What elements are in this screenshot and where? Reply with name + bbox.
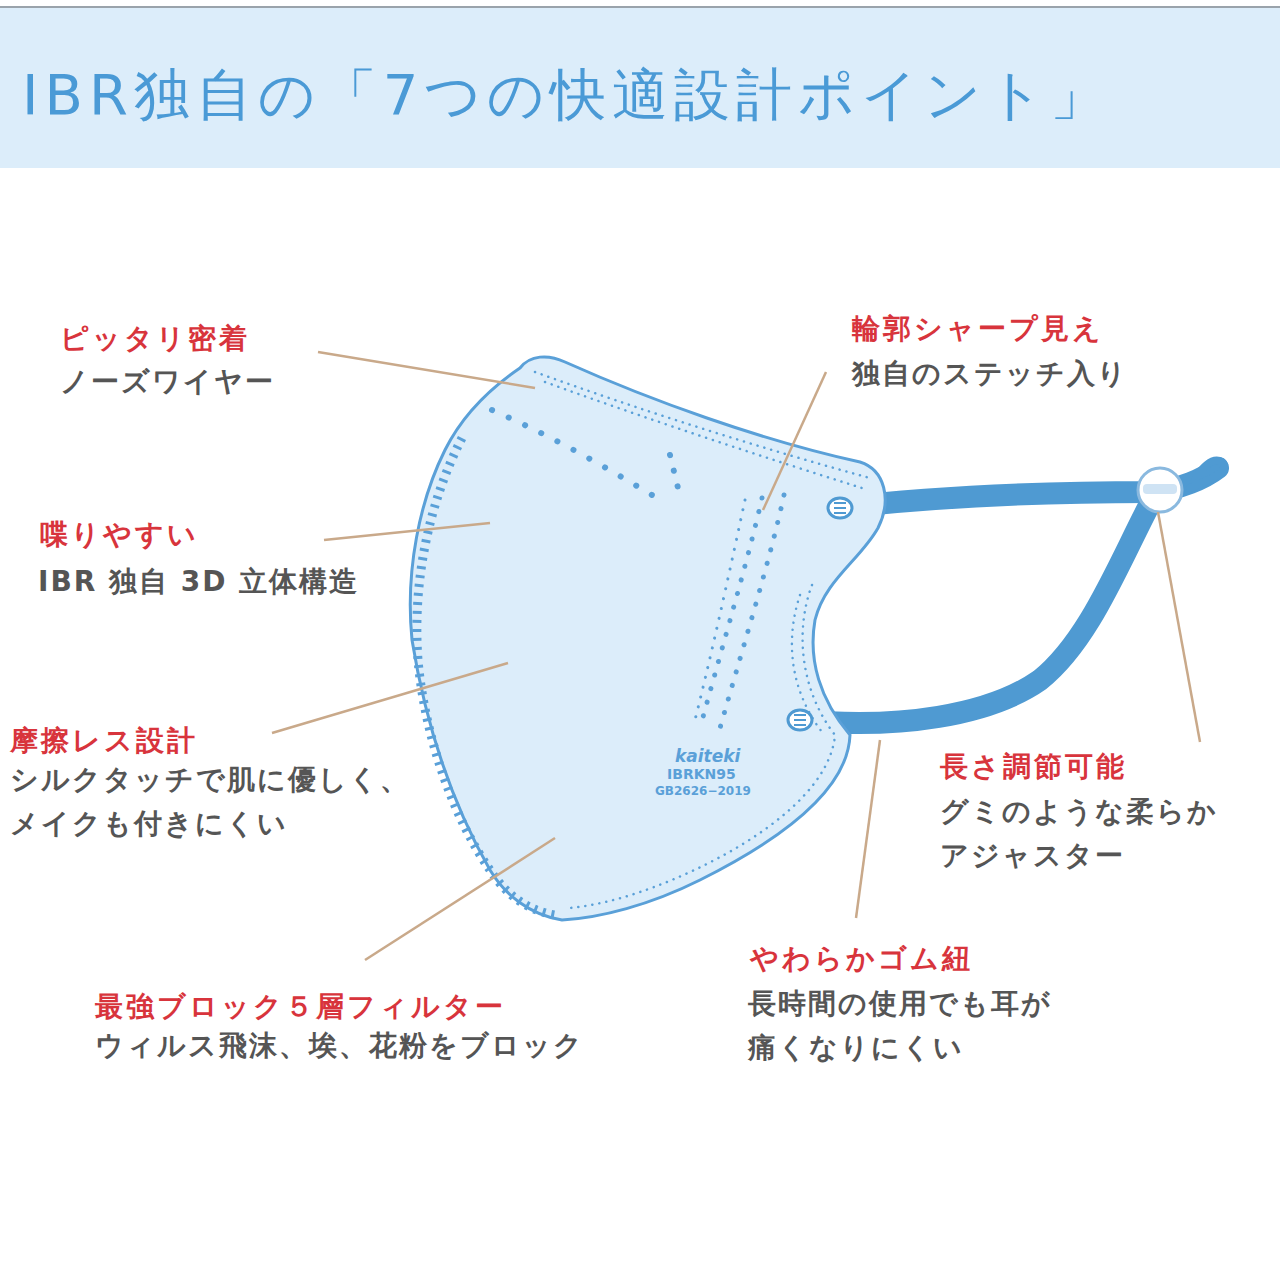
callout-body: ノーズワイヤー [60, 360, 275, 404]
callout-heading: 輪郭シャープ見え [852, 310, 1104, 348]
callout-heading: 摩擦レス設計 [10, 722, 198, 760]
callout-body: ウィルス飛沫、埃、花粉をブロック [95, 1024, 584, 1068]
callout-body: 長時間の使用でも耳が 痛くなりにくい [748, 982, 1052, 1070]
diagram-title: IBR独自の「7つの快適設計ポイント」 [22, 58, 1112, 134]
mask-print: kaiteki [675, 746, 740, 766]
callout-body: シルクタッチで肌に優しく、 メイクも付きにくい [10, 758, 410, 846]
callout-heading: 喋りやすい [40, 516, 199, 554]
callout-heading: 最強ブロック５層フィルター [95, 988, 506, 1026]
mask-print: GB2626−2019 [655, 784, 751, 798]
callout-heading: 長さ調節可能 [940, 748, 1127, 786]
callout-heading: やわらかゴム紐 [750, 940, 973, 978]
callout-body: IBR 独自 3D 立体構造 [38, 560, 359, 604]
mask-print: IBRKN95 [667, 766, 736, 782]
callout-body: 独自のステッチ入り [852, 352, 1128, 396]
callout-heading: ピッタリ密着 [60, 320, 250, 358]
callout-body: グミのような柔らか アジャスター [940, 790, 1218, 878]
